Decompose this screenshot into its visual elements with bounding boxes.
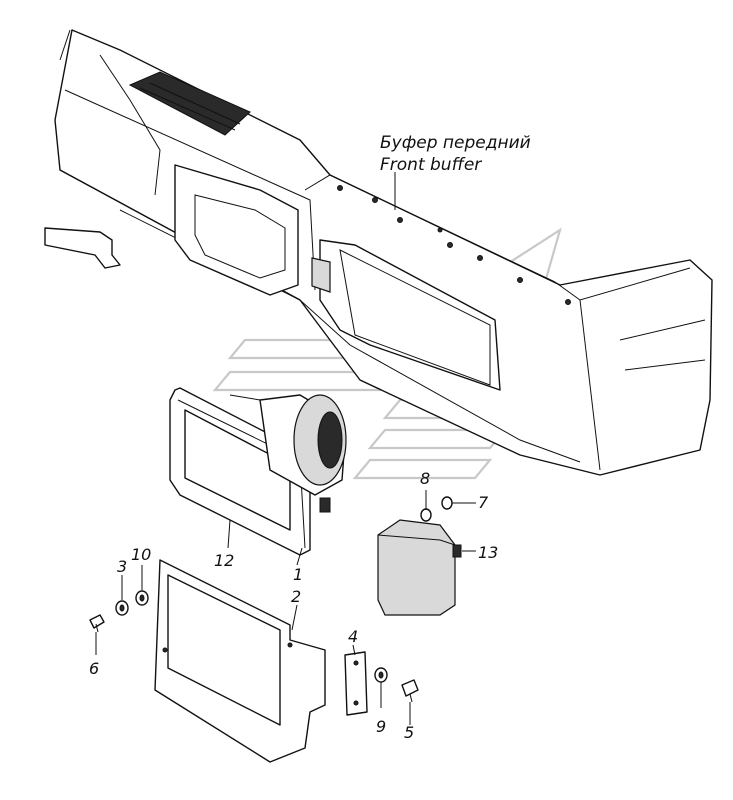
- side-marker-lamp: [377, 519, 462, 616]
- callout-3: 3: [117, 557, 127, 576]
- callout-6: 6: [89, 659, 99, 678]
- callout-12: 12: [214, 551, 234, 570]
- callout-2: 2: [291, 587, 301, 606]
- fasteners: [89, 496, 453, 703]
- caption-ru: Буфер передний: [380, 133, 531, 153]
- callout-8: 8: [420, 469, 430, 488]
- front-buffer: [44, 29, 713, 476]
- callout-7: 7: [478, 493, 489, 512]
- caption-en: Front buffer: [380, 155, 482, 175]
- callout-1: 1: [293, 565, 303, 584]
- mounting-frame: [154, 559, 326, 763]
- leader-lines: [95, 490, 476, 725]
- headlamp: [169, 387, 347, 556]
- callout-9: 9: [376, 717, 386, 736]
- callout-4: 4: [348, 627, 358, 646]
- mounting-strip: [344, 651, 368, 716]
- callout-13: 13: [478, 543, 498, 562]
- callout-10: 10: [131, 545, 151, 564]
- callout-5: 5: [404, 723, 414, 742]
- bumper-holes: [337, 185, 571, 305]
